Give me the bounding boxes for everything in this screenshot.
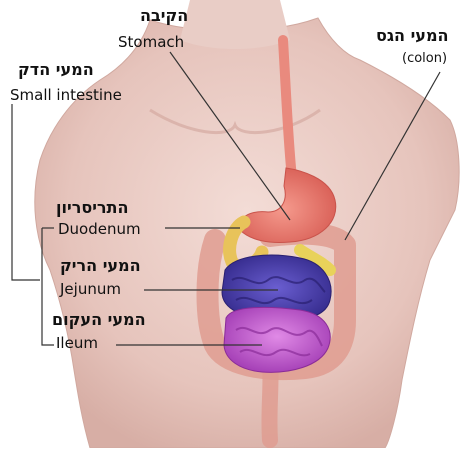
small-intestine-label: Small intestine xyxy=(10,88,122,103)
duodenum-label-hebrew: התריסריון xyxy=(56,200,128,216)
ileum-shape xyxy=(224,307,330,372)
ileum-label-hebrew: המעי העקום xyxy=(52,312,146,328)
duodenum-label: Duodenum xyxy=(58,222,141,237)
jejunum-label-hebrew: המעי הריק xyxy=(60,258,141,274)
neck-shape xyxy=(180,0,290,49)
colon-label: (colon) xyxy=(402,52,447,65)
colon-label-hebrew: המעי הגס xyxy=(376,28,449,44)
stomach-label-hebrew: הקיבה xyxy=(140,8,188,24)
ileum-label: Ileum xyxy=(56,336,98,351)
stomach-label: Stomach xyxy=(118,35,184,50)
jejunum-label: Jejunum xyxy=(60,282,121,297)
small-intestine-label-hebrew: המעי הדק xyxy=(18,62,94,78)
